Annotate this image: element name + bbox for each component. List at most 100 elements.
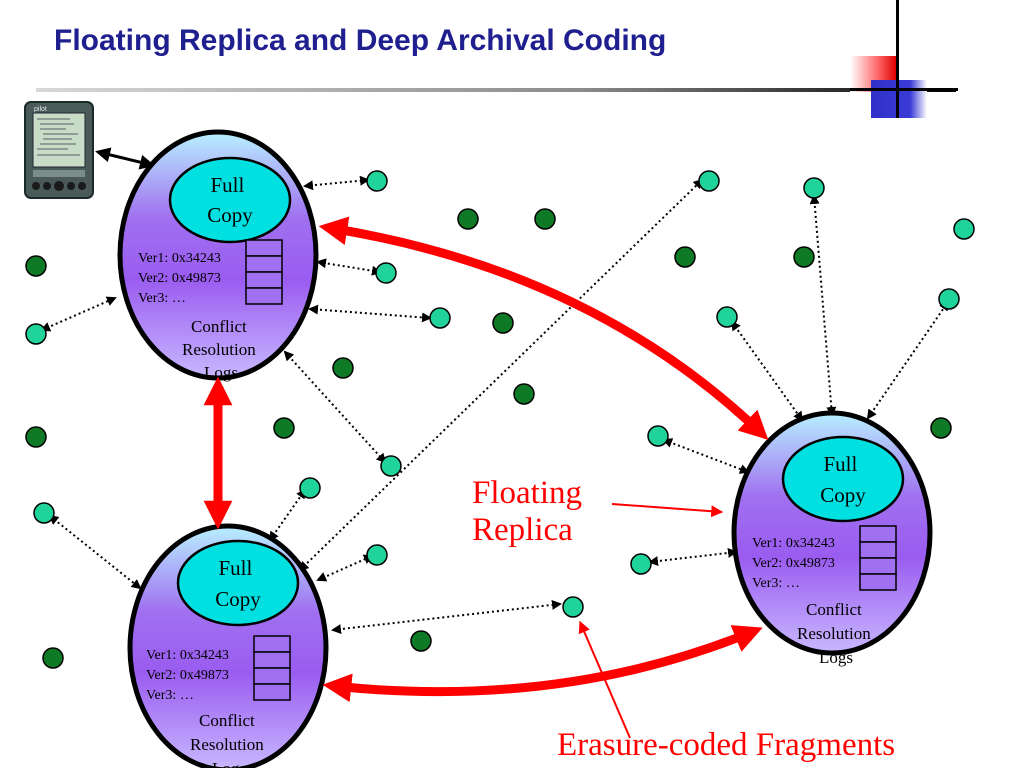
version-slot <box>245 239 283 257</box>
corner-deco-line <box>850 88 958 91</box>
logs-line: Resolution <box>182 340 256 359</box>
floating-replica-pointer <box>611 503 724 518</box>
fragment-inactive <box>513 383 535 405</box>
svg-text:Ver1: 0x34243 Ver2: 0x49: Ver1: 0x34243 Ver2: 0x49873 Ver3: … <box>752 536 838 591</box>
dotted-link <box>866 300 950 420</box>
dotted-link <box>40 296 117 332</box>
fragment-inactive <box>534 208 556 230</box>
full-copy-line2: Copy <box>207 203 253 227</box>
version-line: Ver1: 0x34243 <box>146 648 229 663</box>
fragment-active <box>938 288 960 310</box>
replica-node-1: Full Copy Ver1: 0x34243 Ver2: 0x49873 Ve… <box>117 129 319 382</box>
fragment-inactive <box>273 417 295 439</box>
fragment-active <box>698 170 720 192</box>
fragments <box>25 170 975 669</box>
version-line: Ver2: 0x49873 <box>752 556 835 571</box>
corner-deco-vertical <box>896 0 899 118</box>
dotted-link <box>331 599 562 635</box>
full-copy-line1: Full <box>218 556 252 580</box>
fragment-active <box>647 425 669 447</box>
title-rule <box>36 88 956 92</box>
fragment-inactive <box>930 417 952 439</box>
version-slot <box>253 683 291 701</box>
svg-text:Ver1: 0x34243 Ver2: 0x49: Ver1: 0x34243 Ver2: 0x49873 Ver3: … <box>146 648 232 703</box>
dotted-link <box>316 258 382 276</box>
floating-replica-label: Replica <box>472 512 573 548</box>
fragment-inactive <box>793 246 815 268</box>
replica-link <box>322 625 763 703</box>
logs-line: Logs <box>204 363 238 382</box>
full-copy-line2: Copy <box>820 483 866 507</box>
dotted-link <box>730 320 804 422</box>
version-line: Ver2: 0x49873 <box>138 271 221 286</box>
slide-title: Floating Replica and Deep Archival Codin… <box>54 24 667 57</box>
logs-line: Logs <box>212 759 246 768</box>
version-slot <box>245 255 283 273</box>
logs-line: Conflict <box>191 317 247 336</box>
full-copy-line1: Full <box>823 452 857 476</box>
version-stack <box>253 635 291 701</box>
fragment-active <box>25 323 47 345</box>
version-slot <box>859 525 897 543</box>
fragment-active <box>375 262 397 284</box>
fragment-inactive <box>25 255 47 277</box>
svg-text:Full Copy: Full Copy <box>820 452 866 507</box>
full-copy-line2: Copy <box>215 587 261 611</box>
logs-line: Conflict <box>806 600 862 619</box>
version-slot <box>245 271 283 289</box>
full-copy-bubble <box>176 539 300 627</box>
version-slot <box>253 635 291 653</box>
version-stack <box>245 239 283 305</box>
version-line: Ver3: … <box>752 576 800 591</box>
logs-line: Conflict <box>199 711 255 730</box>
version-line: Ver2: 0x49873 <box>146 668 229 683</box>
version-line: Ver3: … <box>146 688 194 703</box>
full-copy-bubble <box>781 435 905 523</box>
version-slot <box>245 287 283 305</box>
replica-node-2: Full Copy Ver1: 0x34243 Ver2: 0x49873 Ve… <box>127 523 329 768</box>
dotted-link <box>648 547 738 567</box>
version-slot <box>859 557 897 575</box>
dotted-link <box>308 304 432 323</box>
svg-text:Conflict Resolution: Conflict Resolution Logs <box>190 711 268 768</box>
dotted-link <box>316 554 374 582</box>
version-stack <box>859 525 897 591</box>
dotted-link <box>268 488 307 542</box>
fragment-active <box>33 502 55 524</box>
fragment-inactive <box>25 426 47 448</box>
palm-pilot-icon: pilot <box>24 101 94 199</box>
svg-text:Conflict Resolution: Conflict Resolution Logs <box>182 317 260 382</box>
fragment-inactive <box>492 312 514 334</box>
version-slot <box>253 651 291 669</box>
fragment-active <box>366 544 388 566</box>
version-slot <box>859 573 897 591</box>
fragment-inactive <box>457 208 479 230</box>
version-line: Ver1: 0x34243 <box>138 251 221 266</box>
fragment-inactive <box>42 647 64 669</box>
logs-line: Resolution <box>190 735 264 754</box>
dotted-link <box>662 438 750 474</box>
dotted-link <box>809 194 837 417</box>
logs-line: Resolution <box>797 624 871 643</box>
full-copy-bubble <box>168 156 292 244</box>
dotted-link <box>48 514 142 590</box>
svg-text:Full Copy: Full Copy <box>215 556 261 611</box>
fragment-active <box>562 596 584 618</box>
fragment-inactive <box>674 246 696 268</box>
version-line: Ver3: … <box>138 291 186 306</box>
fragment-active <box>366 170 388 192</box>
fragment-active <box>630 553 652 575</box>
svg-text:Conflict Resolution: Conflict Resolution Logs <box>797 600 875 667</box>
svg-text:Full Copy: Full Copy <box>207 173 253 227</box>
svg-text:Floating Replica: Floating Replica <box>472 475 590 548</box>
dotted-link <box>303 175 370 191</box>
fragment-inactive <box>332 357 354 379</box>
version-slot <box>253 667 291 685</box>
floating-replica-label: Floating <box>472 475 582 511</box>
device-link <box>95 147 155 170</box>
corner-deco-blue <box>871 80 927 118</box>
fragment-active <box>429 307 451 329</box>
fragment-active <box>380 455 402 477</box>
version-line: Ver1: 0x34243 <box>752 536 835 551</box>
